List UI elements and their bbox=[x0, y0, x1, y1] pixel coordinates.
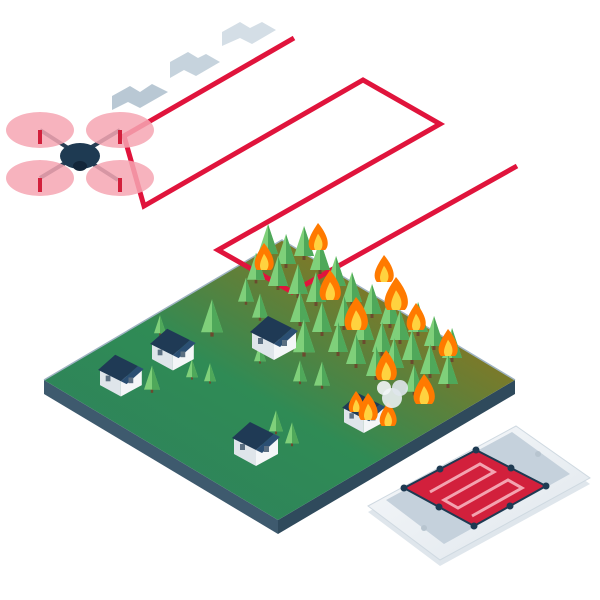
tree-icon bbox=[238, 277, 254, 305]
tree-icon bbox=[269, 410, 283, 435]
tree-icon bbox=[402, 330, 422, 364]
tree-icon bbox=[346, 334, 366, 368]
flame-icon bbox=[438, 329, 458, 356]
flame-icon bbox=[348, 391, 364, 412]
tree-icon bbox=[372, 322, 392, 356]
terrain-edge-left bbox=[44, 380, 278, 534]
flame-icon bbox=[358, 393, 378, 420]
tree-icon bbox=[204, 363, 216, 384]
tree-icon bbox=[312, 302, 332, 336]
cloud-icon bbox=[222, 22, 276, 46]
fires bbox=[254, 223, 458, 426]
tree-icon bbox=[268, 256, 288, 290]
clouds bbox=[112, 22, 276, 110]
house-icon bbox=[250, 316, 298, 360]
smoke bbox=[377, 380, 408, 408]
tree-icon bbox=[293, 319, 315, 357]
tree-icon bbox=[252, 293, 268, 321]
tablet-map-node bbox=[436, 465, 444, 473]
tablet-icon bbox=[367, 425, 591, 566]
tree-icon bbox=[144, 365, 160, 393]
flame-icon bbox=[375, 350, 397, 380]
cloud-icon bbox=[170, 52, 220, 78]
flame-icon bbox=[308, 223, 328, 250]
flame-icon bbox=[379, 402, 397, 426]
tree-icon bbox=[186, 359, 198, 380]
flame-icon bbox=[374, 255, 394, 282]
tablet-map-node bbox=[542, 482, 550, 490]
terrain-edge-right bbox=[278, 380, 515, 534]
tree-icon bbox=[201, 299, 223, 337]
drone-body bbox=[60, 143, 100, 169]
flame-icon bbox=[384, 277, 408, 310]
drone-icon bbox=[6, 112, 154, 196]
tree-icon bbox=[288, 264, 308, 298]
tablet-route bbox=[429, 462, 526, 518]
tablet-map-node bbox=[470, 522, 478, 530]
house-icon bbox=[98, 354, 144, 397]
flame-icon bbox=[406, 303, 426, 330]
tree-icon bbox=[438, 354, 458, 388]
cloud-icon bbox=[112, 84, 168, 110]
tablet-map-node bbox=[506, 502, 514, 510]
tree-icon bbox=[420, 344, 440, 378]
tree-icon bbox=[424, 316, 444, 350]
tree-icon bbox=[328, 322, 348, 356]
tree-icon bbox=[390, 310, 410, 344]
tablet-map-node bbox=[435, 503, 443, 511]
tree-icon bbox=[342, 272, 362, 306]
tree-icon bbox=[314, 361, 330, 389]
tree-icon bbox=[285, 422, 299, 447]
tree-icon bbox=[154, 315, 166, 336]
tablet-map-node bbox=[472, 446, 480, 454]
tree-icon bbox=[276, 234, 296, 268]
tree-icon bbox=[362, 284, 382, 318]
tree-icon bbox=[293, 360, 307, 385]
house-icon bbox=[150, 328, 196, 371]
tablet-map-node bbox=[400, 484, 408, 492]
tablet-map-node bbox=[507, 464, 515, 472]
tree-icon bbox=[290, 292, 310, 326]
house-icon bbox=[232, 422, 280, 466]
flame-icon bbox=[254, 243, 274, 270]
flame-icon bbox=[319, 270, 341, 300]
flame-icon bbox=[344, 297, 368, 330]
flame-icon bbox=[413, 374, 435, 404]
